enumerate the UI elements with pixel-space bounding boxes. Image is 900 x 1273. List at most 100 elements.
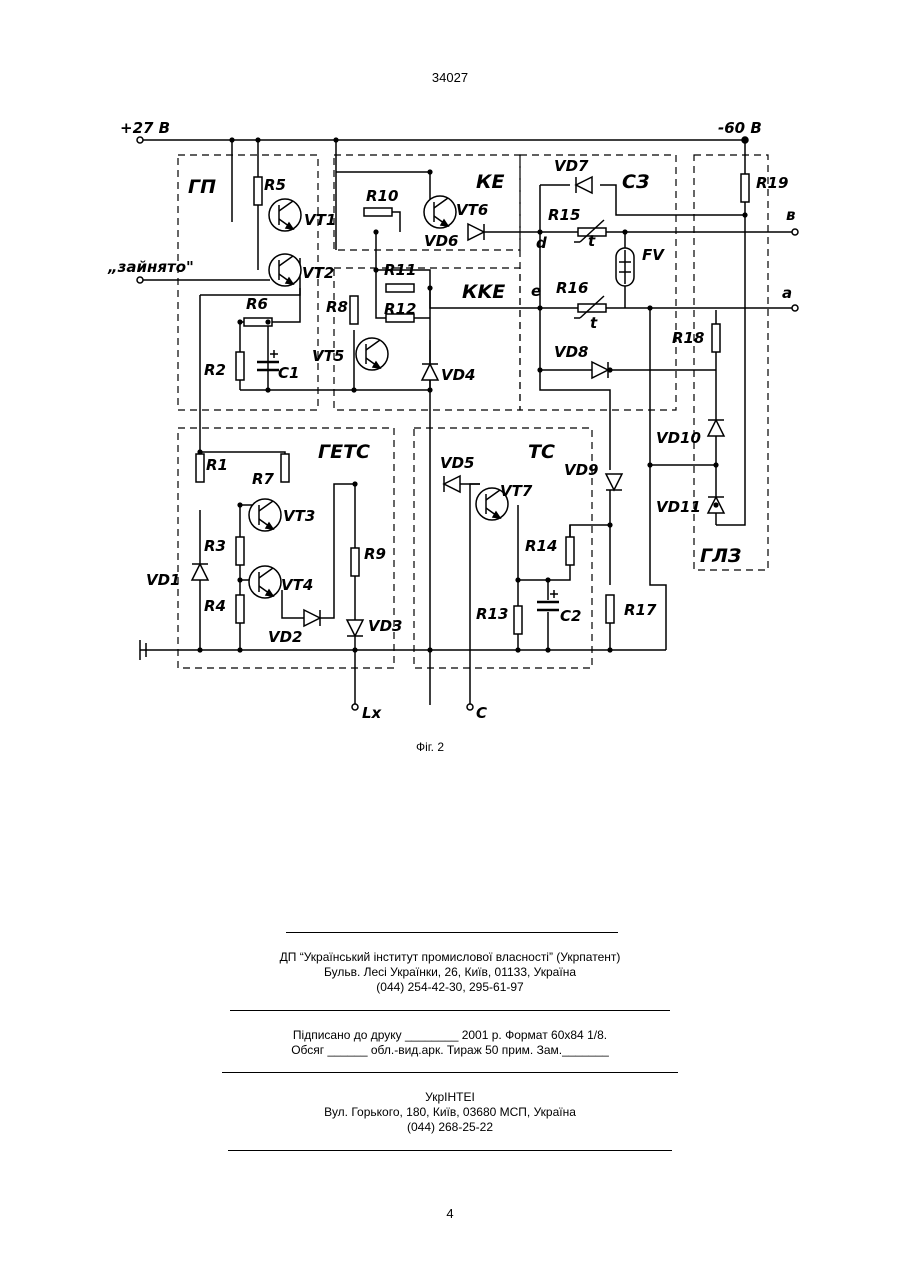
wire-53	[470, 484, 480, 705]
block-label-gets: ГЕТС	[318, 441, 370, 463]
label-r10: R10	[366, 187, 398, 205]
imprint-publisher: ДП “Український інститут промислової вла…	[0, 950, 900, 995]
label-c1: C1	[278, 364, 299, 382]
diode-vd8	[592, 362, 608, 378]
terminal-c-label: C	[476, 704, 487, 722]
label-r14: R14	[525, 537, 557, 555]
resistor-r8	[350, 296, 358, 324]
block-label-sz: СЗ	[622, 171, 649, 193]
label-r12: R12	[384, 300, 416, 318]
junction-25	[713, 502, 718, 507]
resistor-r18	[712, 324, 720, 352]
diode-vd1	[192, 564, 208, 580]
junction-1	[229, 137, 234, 142]
label-r7: R7	[252, 470, 275, 488]
resistor-r7	[281, 454, 289, 482]
junction-33	[427, 647, 432, 652]
label-vd6: VD6	[424, 232, 459, 250]
node-e-label: e	[531, 282, 541, 300]
wire-55	[518, 580, 548, 600]
label-r11: R11	[384, 261, 416, 279]
circuit-schematic: +27 B -60 B „зайнято" ГП КЕ КKE СЗ ГЕТС …	[0, 0, 900, 760]
r15-t-mark: t	[588, 232, 596, 250]
imprint-rule-bottom	[228, 1150, 672, 1151]
resistor-r13	[514, 606, 522, 634]
resistor-r9	[351, 548, 359, 576]
resistor-r10	[364, 208, 392, 216]
label-vt3: VT3	[283, 507, 315, 525]
transistor-vt5	[356, 338, 388, 370]
fv-label: FV	[642, 246, 665, 264]
label-r13: R13	[476, 605, 508, 623]
junction-32	[352, 647, 357, 652]
junction-10	[265, 387, 270, 392]
label-vd2: VD2	[268, 628, 303, 646]
label-r3: R3	[204, 537, 226, 555]
label-vt5: VT5	[312, 347, 344, 365]
imprint-rule-3	[222, 1072, 678, 1073]
terminal-1	[137, 137, 143, 143]
label-r19: R19	[756, 174, 788, 192]
junction-36	[607, 647, 612, 652]
block-label-kke: КKE	[462, 281, 505, 303]
diode-vd2	[304, 610, 320, 626]
imprint-rule-2	[230, 1010, 670, 1011]
wire-45	[650, 308, 666, 650]
label-r2: R2	[204, 361, 226, 379]
r16-t-mark: t	[590, 314, 598, 332]
junction-19	[607, 367, 612, 372]
terminal-a-label: а	[782, 284, 792, 302]
transistor-vt3	[249, 499, 281, 531]
label-vt4: VT4	[281, 576, 313, 594]
terminal-6	[352, 704, 358, 710]
junction-5	[197, 449, 202, 454]
label-vd4: VD4	[441, 366, 476, 384]
resistor-r14	[566, 537, 574, 565]
org-address: Вул. Горького, 180, Київ, 03680 МСП, Укр…	[0, 1105, 900, 1120]
terminal-2	[137, 277, 143, 283]
wire-16	[320, 484, 354, 618]
label-vd11: VD11	[656, 498, 701, 516]
label-vd7: VD7	[554, 157, 589, 175]
junction-21	[622, 229, 627, 234]
node-d-label: d	[536, 234, 547, 252]
resistor-r5	[254, 177, 262, 205]
diode-vd9	[606, 474, 622, 490]
publisher-name: ДП “Український інститут промислової вла…	[0, 950, 900, 965]
terminal-lx-label: Lх	[362, 704, 383, 722]
supply-neg-label: -60 B	[718, 119, 762, 137]
org-name: УкрІНТЕІ	[0, 1090, 900, 1105]
label-vt1: VT1	[304, 211, 336, 229]
label-r15: R15	[548, 206, 580, 224]
resistor-r1	[196, 454, 204, 482]
transistor-vt2	[269, 254, 301, 286]
busy-input-label: „зайнято"	[107, 258, 194, 276]
resistor-r4	[236, 595, 244, 623]
resistor-r17	[606, 595, 614, 623]
resistor-r3	[236, 537, 244, 565]
junction-18	[537, 367, 542, 372]
junction-23	[713, 462, 718, 467]
label-r18: R18	[672, 329, 704, 347]
junction-37	[742, 137, 747, 142]
junction-31	[237, 647, 242, 652]
label-vd3: VD3	[368, 617, 403, 635]
label-c2: C2	[560, 607, 581, 625]
block-label-ke: КЕ	[476, 171, 505, 193]
supply-pos-label: +27 B	[120, 119, 170, 137]
block-label-ts: ТС	[528, 441, 555, 463]
label-r4: R4	[204, 597, 226, 615]
junction-35	[545, 647, 550, 652]
junction-24	[647, 462, 652, 467]
transistor-vt6	[424, 196, 456, 228]
terminal-7	[467, 704, 473, 710]
label-r17: R17	[624, 601, 657, 619]
label-vd9: VD9	[564, 461, 599, 479]
print-date-format: Підписано до друку ________ 2001 р. Форм…	[0, 1028, 900, 1043]
terminal-4	[792, 229, 798, 235]
transistor-vt1	[269, 199, 301, 231]
wire-15	[282, 590, 305, 618]
junction-11	[351, 387, 356, 392]
junction-20	[742, 212, 747, 217]
transistor-vt4	[249, 566, 281, 598]
